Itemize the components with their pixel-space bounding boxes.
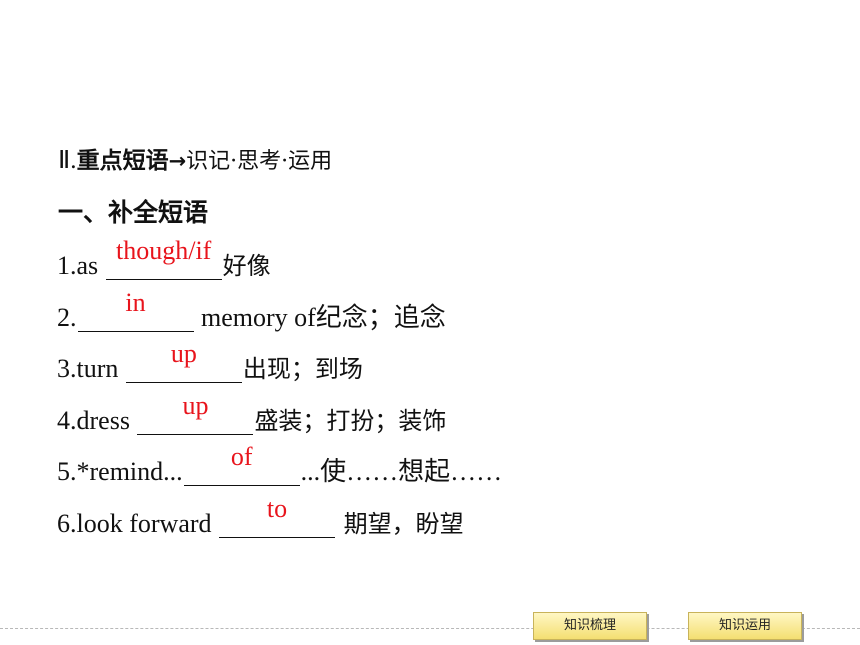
section-subtitle: 识记·思考·运用 <box>186 149 333 174</box>
phrase-blank: up <box>125 340 242 383</box>
phrase-blank: though/if <box>105 237 222 280</box>
phrase-suffix: ...使……想起…… <box>300 457 503 486</box>
phrase-item-2: 2. in memory of纪念；追念 <box>57 288 502 348</box>
phrase-suffix: 出现；到场 <box>242 355 363 383</box>
phrase-item-6: 6.look forward to 期望，盼望 <box>57 494 502 554</box>
knowledge-review-button[interactable]: 知识梳理 <box>533 612 647 640</box>
phrase-list: 1.as though/if 好像 2. in memory of纪念；追念 3.t… <box>57 237 503 554</box>
phrase-answer: of <box>230 442 253 471</box>
phrase-suffix: memory of纪念；追念 <box>194 302 446 332</box>
phrase-item-1: 1.as though/if 好像 <box>57 237 502 296</box>
phrase-prefix: 2. <box>57 302 77 332</box>
phrase-item-3: 3.turn up 出现；到场 <box>57 340 502 399</box>
phrase-blank: in <box>77 288 194 332</box>
phrase-prefix: 3.turn <box>57 354 125 383</box>
phrase-item-5: 5.*remind... of ...使……想起…… <box>57 443 503 502</box>
phrase-answer: though/if <box>116 236 212 265</box>
section-title: 重点短语 <box>76 148 169 174</box>
phrase-answer: to <box>266 493 288 523</box>
phrase-answer: up <box>182 390 209 420</box>
phrase-suffix: 好像 <box>222 252 271 280</box>
phrase-item-4: 4.dress up 盛装；打扮；装饰 <box>57 391 502 451</box>
phrase-prefix: 4.dress <box>57 405 137 435</box>
phrase-answer: up <box>170 339 197 368</box>
phrase-blank: of <box>183 443 300 486</box>
knowledge-apply-button[interactable]: 知识运用 <box>688 612 802 640</box>
phrase-prefix: 6.look forward <box>57 508 219 538</box>
section-header: Ⅱ.重点短语→识记·思考·运用 <box>58 145 332 178</box>
section-numeral: Ⅱ. <box>58 147 77 174</box>
arrow-right-icon: → <box>168 149 187 173</box>
subheading: 一、补全短语 <box>58 198 209 227</box>
phrase-answer: in <box>125 287 146 317</box>
phrase-suffix: 期望，盼望 <box>336 509 464 538</box>
phrase-blank: to <box>219 494 336 538</box>
phrase-prefix: 5.*remind... <box>57 457 183 486</box>
phrase-prefix: 1.as <box>57 251 105 280</box>
footer-divider <box>0 628 860 629</box>
phrase-suffix: 盛装；打扮；装饰 <box>254 406 447 435</box>
phrase-blank: up <box>137 391 254 435</box>
